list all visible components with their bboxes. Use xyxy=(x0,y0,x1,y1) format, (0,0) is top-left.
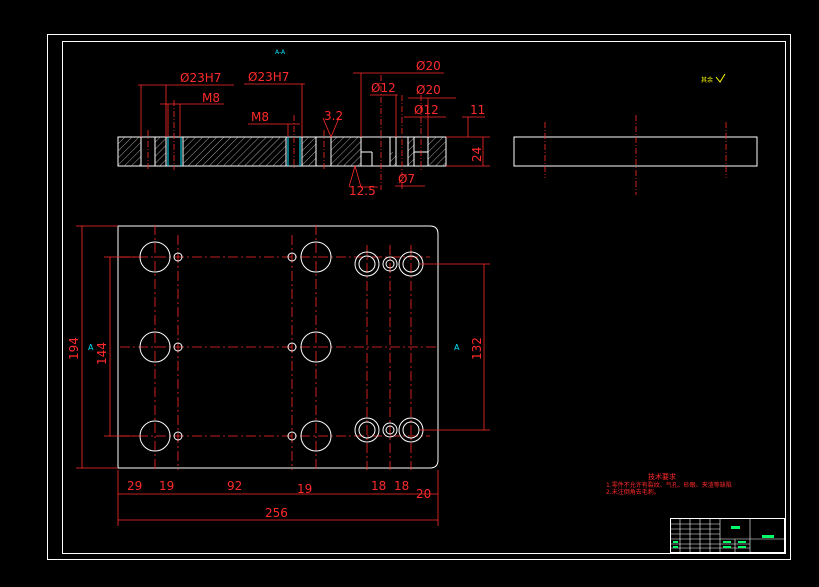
notes-line1: 1.零件不允许有裂纹、气孔、砂眼、夹渣等缺陷 xyxy=(606,481,732,489)
dim-d12-left: Ø12 xyxy=(371,81,396,95)
title-block xyxy=(670,518,785,553)
dim-m8-mid: M8 xyxy=(251,110,269,124)
dim-w29: 29 xyxy=(127,479,142,493)
side-view xyxy=(513,115,758,195)
technical-notes: 技术要求 1.零件不允许有裂纹、气孔、砂眼、夹渣等缺陷 2.未注倒角去毛刺。 xyxy=(606,472,732,496)
section-label: A-A xyxy=(275,49,286,56)
plan-view: A A 194 144 132 29 19 92 19 18 18 20 256 xyxy=(67,225,490,526)
dim-w92: 92 xyxy=(227,479,242,493)
dim-t24: 24 xyxy=(470,147,484,162)
notes-line2: 2.未注倒角去毛刺。 xyxy=(606,488,660,496)
dim-h194: 194 xyxy=(67,337,81,360)
dim-d12-right: Ø12 xyxy=(414,103,439,117)
outer-frame xyxy=(47,34,791,560)
dim-w19a: 19 xyxy=(159,479,174,493)
dim-w256: 256 xyxy=(265,506,288,520)
dim-w18a: 18 xyxy=(371,479,386,493)
surface-symbol: 其余 xyxy=(701,73,726,84)
section-mark-left: A xyxy=(88,343,94,352)
dim-d7: Ø7 xyxy=(398,172,415,186)
notes-title: 技术要求 xyxy=(648,472,676,481)
dim-d20-top: Ø20 xyxy=(416,59,441,73)
dim-d23h7-left: Ø23H7 xyxy=(180,71,221,85)
dim-w18b: 18 xyxy=(394,479,409,493)
dim-m8-top: M8 xyxy=(202,91,220,105)
section-view: A-A xyxy=(117,49,490,198)
roughness-bottom: 12.5 xyxy=(349,184,376,198)
dim-w19b: 19 xyxy=(297,482,312,496)
surface-symbol-text: 其余 xyxy=(701,76,713,84)
dim-h132: 132 xyxy=(470,337,484,360)
dim-h144: 144 xyxy=(95,342,109,365)
dim-w20: 20 xyxy=(416,487,431,501)
dim-d20-mid: Ø20 xyxy=(416,83,441,97)
section-mark-right: A xyxy=(454,343,460,352)
inner-frame xyxy=(62,41,786,554)
dim-t11: 11 xyxy=(470,103,485,117)
dim-d23h7-right: Ø23H7 xyxy=(248,70,289,84)
roughness-top: 3.2 xyxy=(324,109,343,123)
